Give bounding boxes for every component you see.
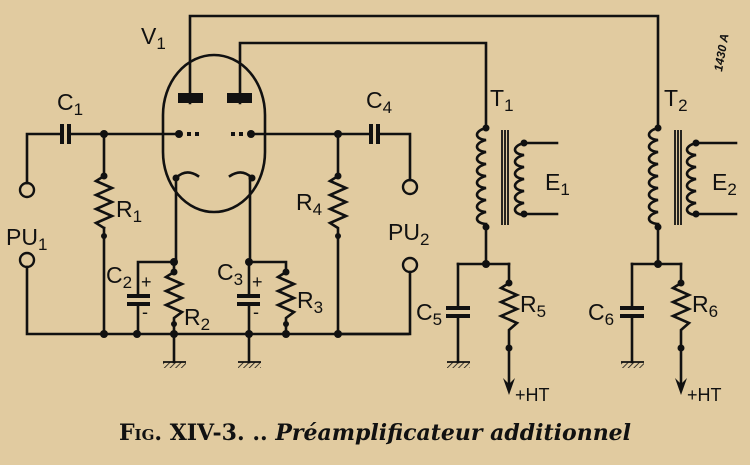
plate-wire-t1 bbox=[238, 41, 488, 130]
label-c2-minus: - bbox=[142, 302, 148, 322]
resistor-r2 bbox=[162, 260, 186, 336]
resistor-r4 bbox=[326, 174, 350, 336]
pu1-terminal-top bbox=[18, 181, 36, 199]
arrow-icon bbox=[503, 378, 515, 395]
pu2-terminal-bottom bbox=[401, 256, 419, 274]
label-t1: T1 bbox=[490, 85, 514, 115]
label-r4: R4 bbox=[296, 189, 322, 219]
label-r3: R3 bbox=[297, 287, 323, 317]
reference-number: 1430 A bbox=[711, 32, 731, 72]
caption-prefix: Fig. XIV-3. bbox=[118, 420, 245, 446]
input-stage-2 bbox=[249, 124, 419, 338]
pu1-terminal-bottom bbox=[18, 251, 36, 269]
label-r5: R5 bbox=[520, 291, 546, 321]
label-ht2: +HT bbox=[687, 385, 722, 405]
arrow-icon bbox=[675, 378, 687, 395]
plate-left bbox=[178, 93, 203, 103]
label-e2: E2 bbox=[712, 169, 737, 199]
caption-separator: .. bbox=[252, 420, 268, 446]
resistor-r5 bbox=[497, 281, 521, 350]
pu2-terminal-top bbox=[401, 178, 419, 196]
cathode-right bbox=[237, 176, 298, 368]
label-ht1: +HT bbox=[515, 385, 550, 405]
caption-title: Préamplificateur additionnel bbox=[275, 420, 632, 446]
figure-caption: Fig. XIV-3. .. Préamplificateur addition… bbox=[0, 420, 750, 446]
label-c3: C3 bbox=[217, 259, 243, 289]
label-c3-minus: - bbox=[253, 302, 259, 322]
label-c4: C4 bbox=[366, 87, 392, 117]
label-c5: C5 bbox=[416, 299, 442, 329]
resistor-r1 bbox=[92, 174, 116, 230]
label-pu2: PU2 bbox=[388, 219, 429, 249]
label-t2: T2 bbox=[664, 85, 688, 115]
label-c3-plus: + bbox=[252, 272, 263, 292]
input-stage bbox=[18, 124, 410, 338]
resistor-r6 bbox=[669, 281, 693, 350]
label-pu1: PU1 bbox=[6, 224, 47, 254]
label-c2-plus: + bbox=[141, 272, 152, 292]
ground-icon bbox=[621, 362, 644, 368]
label-r6: R6 bbox=[692, 291, 718, 321]
cathode-left bbox=[127, 176, 186, 368]
ground-icon bbox=[238, 362, 261, 368]
label-e1: E1 bbox=[545, 169, 570, 199]
ground-icon bbox=[163, 362, 186, 368]
label-r2: R2 bbox=[184, 304, 210, 334]
label-c1: C1 bbox=[57, 89, 83, 119]
ground-icon bbox=[447, 362, 470, 368]
label-v1: V1 bbox=[141, 23, 166, 53]
transformer-t1 bbox=[446, 124, 559, 395]
label-r1: R1 bbox=[116, 196, 142, 226]
transformer-t2 bbox=[620, 124, 738, 395]
plate-right bbox=[227, 93, 252, 103]
label-c6: C6 bbox=[588, 299, 614, 329]
label-c2: C2 bbox=[106, 262, 132, 292]
plate-wire-t2 bbox=[188, 14, 660, 130]
